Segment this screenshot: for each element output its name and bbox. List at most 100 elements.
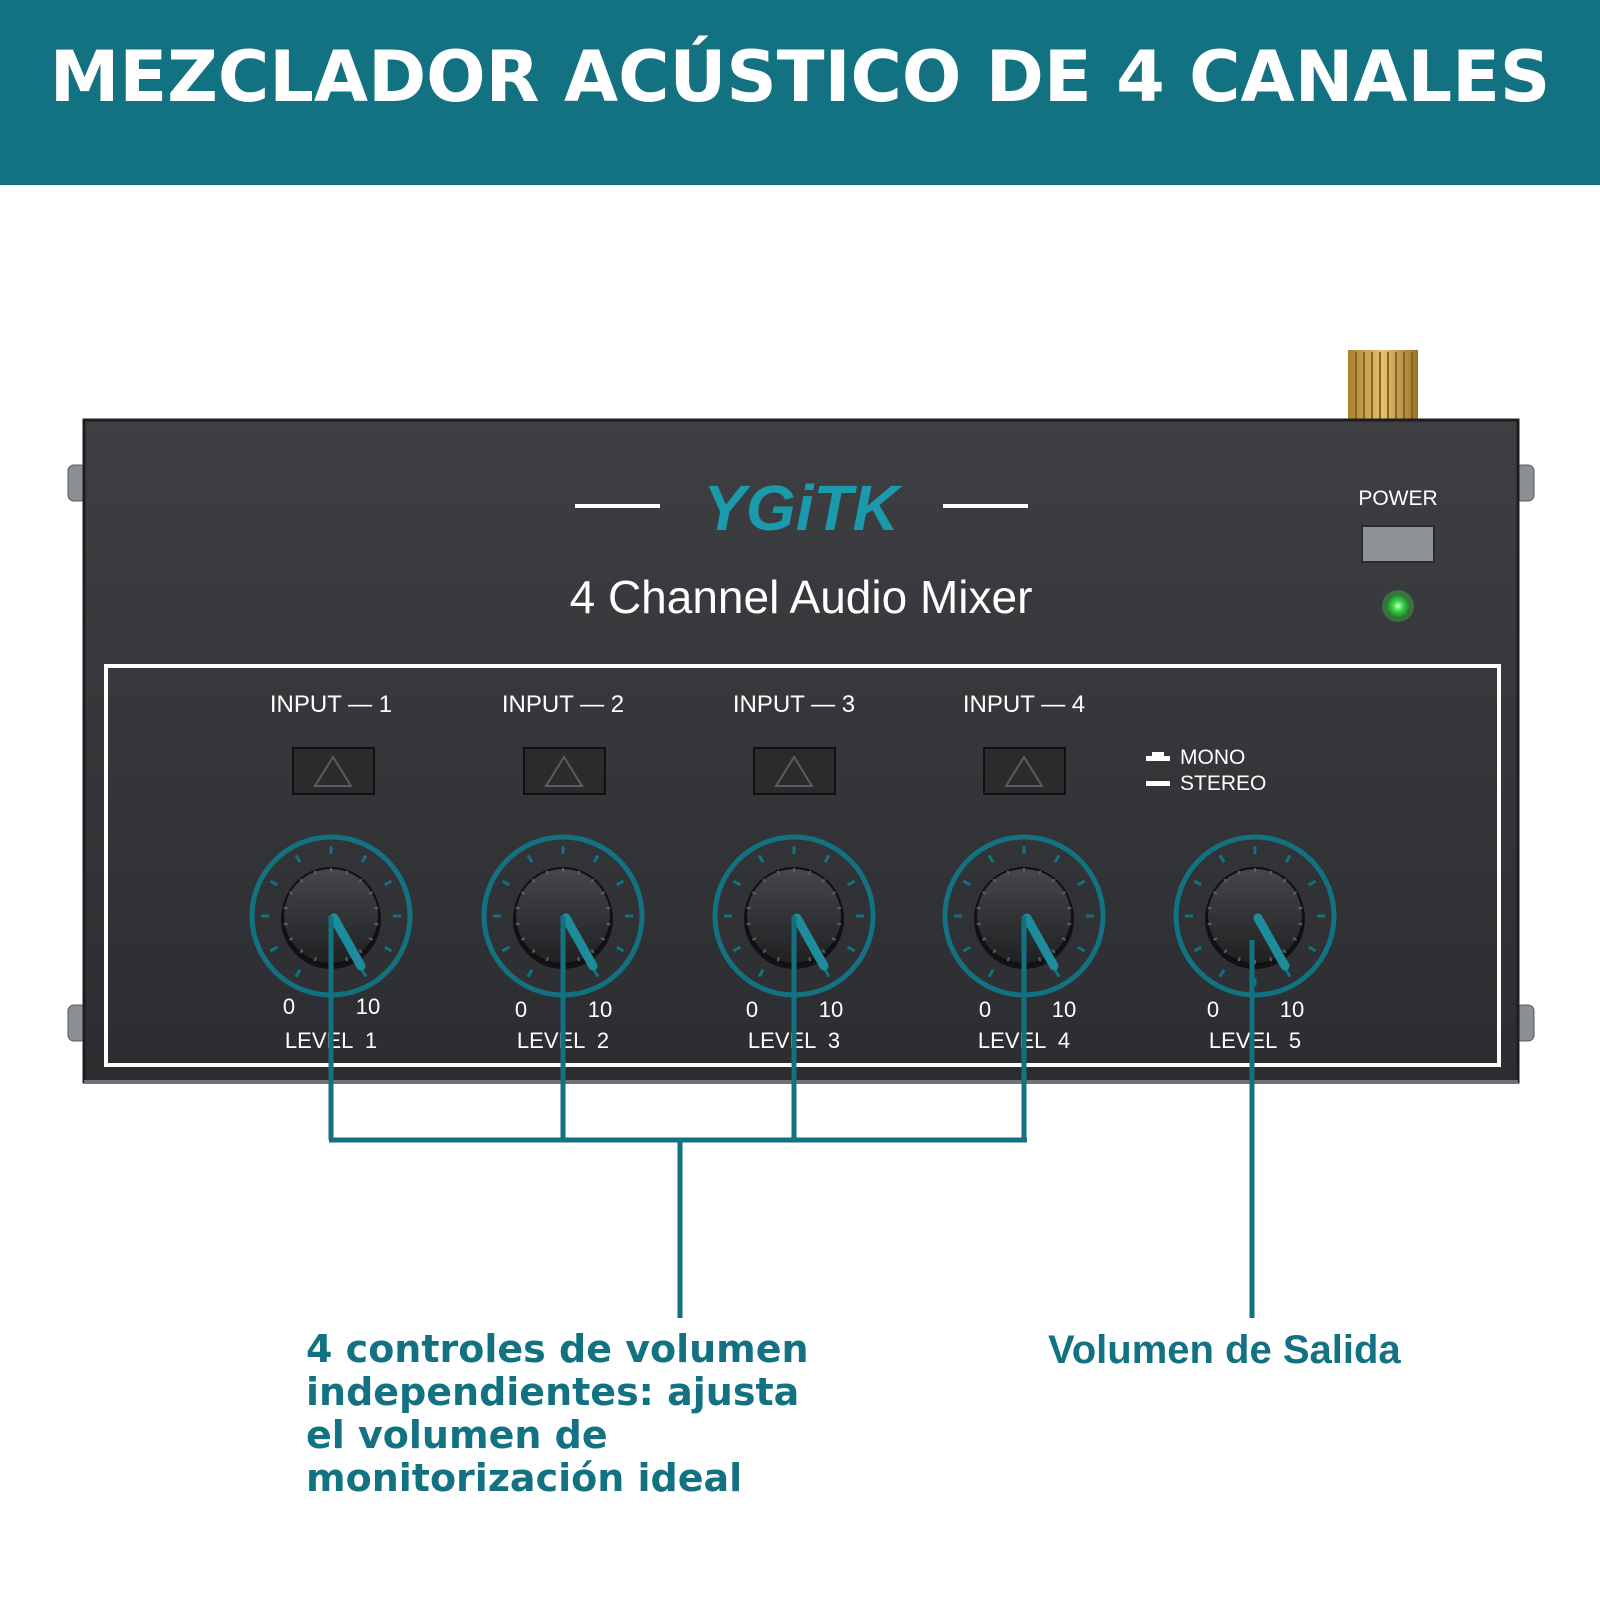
input-label-3: INPUT — 3 [733, 691, 855, 718]
level-label-5: LEVEL 5 [1209, 1028, 1301, 1053]
knob-knurl [299, 878, 304, 883]
knob-knurl [1061, 891, 1067, 895]
knob-tick [987, 968, 995, 978]
knob-knurl [283, 906, 288, 910]
knob-knurl [313, 957, 317, 962]
knob-knurl [1207, 922, 1212, 926]
knob-tick [592, 854, 600, 864]
knob-knurl [345, 870, 349, 875]
knob-knurl [590, 878, 595, 883]
knob-knurl [1212, 891, 1218, 895]
caption-line: 4 controles de volumen [306, 1327, 809, 1371]
knob-tick [360, 854, 368, 864]
knob-knurl [831, 891, 837, 895]
model-label: 4 Channel Audio Mixer [570, 571, 1033, 623]
knob-knurl [1282, 878, 1287, 883]
knob-tick [1193, 945, 1203, 953]
knob-knurl [283, 922, 288, 926]
knob-knurl [981, 937, 987, 941]
knob-pointer [329, 913, 366, 971]
input-button-1[interactable] [292, 747, 375, 795]
knob-knurl [976, 906, 981, 910]
knob-tick [846, 945, 856, 953]
knob-knurl [981, 891, 987, 895]
knob-knurl [1207, 906, 1212, 910]
input-label-4: INPUT — 4 [963, 691, 1085, 718]
knob-knurl [776, 870, 780, 875]
scale-min-3: 0 [746, 997, 758, 1022]
knob-knurl [545, 957, 549, 962]
knob-tick [962, 945, 972, 953]
knob-knurl [1038, 870, 1042, 875]
screws [67, 464, 1535, 1042]
knob-pointer [1022, 913, 1059, 971]
knob-knurl [837, 922, 842, 926]
knob-pointer [792, 913, 829, 971]
triangle-icon [313, 755, 353, 787]
knob-knurl [299, 949, 304, 954]
knob-knurl [1269, 957, 1273, 962]
level-knob-5[interactable] [1173, 834, 1337, 998]
knob-tick [1053, 854, 1061, 864]
knob-knurl [368, 891, 374, 895]
knob-tick [732, 945, 742, 953]
knob-knurl [751, 937, 757, 941]
knob-knurl [374, 906, 379, 910]
knob-knurl [1298, 922, 1303, 926]
knob-knurl [1292, 937, 1298, 941]
caption-line: monitorización ideal [306, 1456, 743, 1500]
knob-pointer [561, 913, 598, 971]
knob-knurl [808, 957, 812, 962]
scale-min-1: 0 [283, 994, 295, 1019]
knob-knurl [600, 937, 606, 941]
knob-knurl [1269, 870, 1273, 875]
banner-title: MEZCLADOR ACÚSTICO DE 4 CANALES [49, 36, 1551, 118]
knob-knurl [600, 891, 606, 895]
knob-knurl [313, 870, 317, 875]
scale-min-5: 0 [1207, 997, 1219, 1022]
mono-label: MONO [1180, 746, 1245, 769]
knob-tick [294, 854, 302, 864]
knob-knurl [345, 957, 349, 962]
input-button-3[interactable] [753, 747, 836, 795]
knob-tick [360, 968, 368, 978]
power-led [1387, 595, 1409, 617]
knob-knurl [358, 878, 363, 883]
scale-min-4: 0 [979, 997, 991, 1022]
knob-tick [1284, 968, 1292, 978]
knob-knurl [762, 949, 767, 954]
control-panel-frame [104, 664, 1501, 1067]
knob-tick [732, 879, 742, 887]
knob-pointer [1253, 913, 1290, 971]
knob-tick [757, 854, 765, 864]
knob-knurl [288, 891, 294, 895]
knob-knurl [821, 878, 826, 883]
input-button-4[interactable] [983, 747, 1066, 795]
scale-max-5: 10 [1280, 997, 1304, 1022]
knob-knurl [374, 922, 379, 926]
scale-max-3: 10 [819, 997, 843, 1022]
knob-tick [501, 879, 511, 887]
knob-tick [615, 879, 625, 887]
knob-tick [1307, 879, 1317, 887]
input-label-2: INPUT — 2 [502, 691, 624, 718]
knob-knurl [1051, 878, 1056, 883]
knob-knurl [531, 949, 536, 954]
knob-knurl [520, 937, 526, 941]
knob-knurl [1067, 922, 1072, 926]
title-banner: MEZCLADOR ACÚSTICO DE 4 CANALES [0, 0, 1600, 185]
caption-output-volume: Volumen de Salida [1048, 1328, 1401, 1372]
knob-knurl [545, 870, 549, 875]
knob-knurl [1282, 949, 1287, 954]
knob-knurl [515, 922, 520, 926]
knob-knurl [1223, 949, 1228, 954]
knob-tick [1076, 879, 1086, 887]
knob-tick [962, 879, 972, 887]
knob-knurl [577, 870, 581, 875]
knob-knurl [776, 957, 780, 962]
knob-knurl [837, 906, 842, 910]
knob-knurl [751, 891, 757, 895]
input-button-2[interactable] [523, 747, 606, 795]
power-button[interactable] [1361, 525, 1435, 563]
